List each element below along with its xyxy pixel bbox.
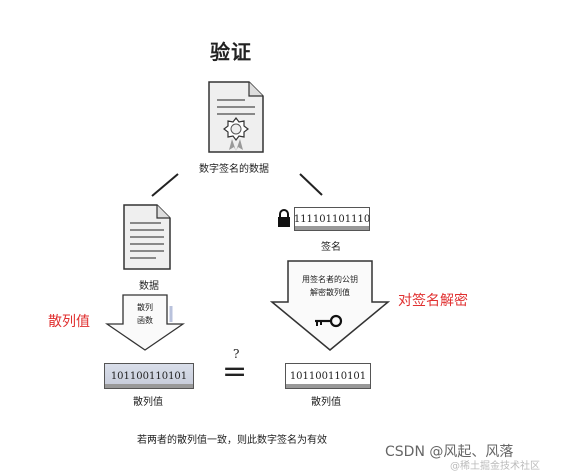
hash-value-annotation: 散列值 bbox=[48, 314, 90, 330]
question-mark: ? bbox=[233, 347, 240, 361]
decrypt-line-1: 用签名者的公钥 bbox=[302, 275, 358, 284]
csdn-watermark: CSDN @风起、风落 bbox=[385, 444, 514, 460]
decrypt-line-2: 解密散列值 bbox=[310, 288, 350, 297]
hash-function-arrow bbox=[105, 294, 185, 351]
hash-function-line-2: 函数 bbox=[137, 316, 153, 325]
key-icon bbox=[315, 314, 343, 328]
decrypt-arrow bbox=[270, 260, 390, 351]
diagram-title: 验证 bbox=[210, 40, 252, 64]
right-hash-label: 散列值 bbox=[311, 397, 341, 408]
data-document-icon bbox=[123, 204, 171, 270]
left-hash-box: 101100110101 bbox=[104, 363, 194, 389]
signature-box: 111101101110 bbox=[294, 207, 370, 231]
equals-sign: = bbox=[222, 354, 248, 389]
data-label: 数据 bbox=[139, 281, 159, 292]
lock-icon bbox=[278, 209, 290, 227]
signature-label: 签名 bbox=[321, 242, 341, 253]
decrypt-signature-annotation: 对签名解密 bbox=[398, 293, 468, 309]
right-hash-box: 101100110101 bbox=[285, 363, 371, 389]
left-hash-label: 散列值 bbox=[133, 397, 163, 408]
hash-function-text: 散列 函数 bbox=[130, 301, 160, 327]
juejin-watermark: @稀土掘金技术社区 bbox=[450, 461, 540, 472]
footer-caption: 若两者的散列值一致，则此数字签名为有效 bbox=[137, 435, 327, 446]
certificate-document-icon bbox=[208, 81, 264, 153]
decrypt-text: 用签名者的公钥 解密散列值 bbox=[293, 273, 367, 299]
hash-function-line-1: 散列 bbox=[137, 303, 153, 312]
signed-data-label: 数字签名的数据 bbox=[199, 164, 269, 175]
